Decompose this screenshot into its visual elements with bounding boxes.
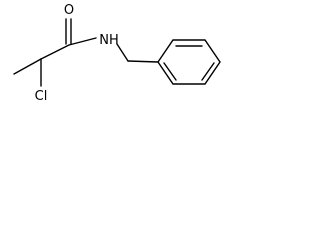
nh-atom-label: NH [99, 33, 119, 48]
alpha-methyl-bond [13, 58, 42, 75]
amide-c-n-bond [68, 37, 97, 46]
n-ch2-bond [116, 43, 129, 62]
ch2-ring-bond [127, 60, 159, 63]
oxygen-atom-label: O [64, 3, 74, 18]
chlorine-atom-label: Cl [35, 89, 48, 104]
aromatic-inner-bond-right [201, 62, 215, 81]
carbonyl-alpha-bond [40, 44, 70, 60]
benzene-ring [157, 39, 221, 85]
aromatic-inner-bond-left [163, 62, 177, 81]
molecule-structure-diagram: O NH Cl [13, 3, 221, 104]
